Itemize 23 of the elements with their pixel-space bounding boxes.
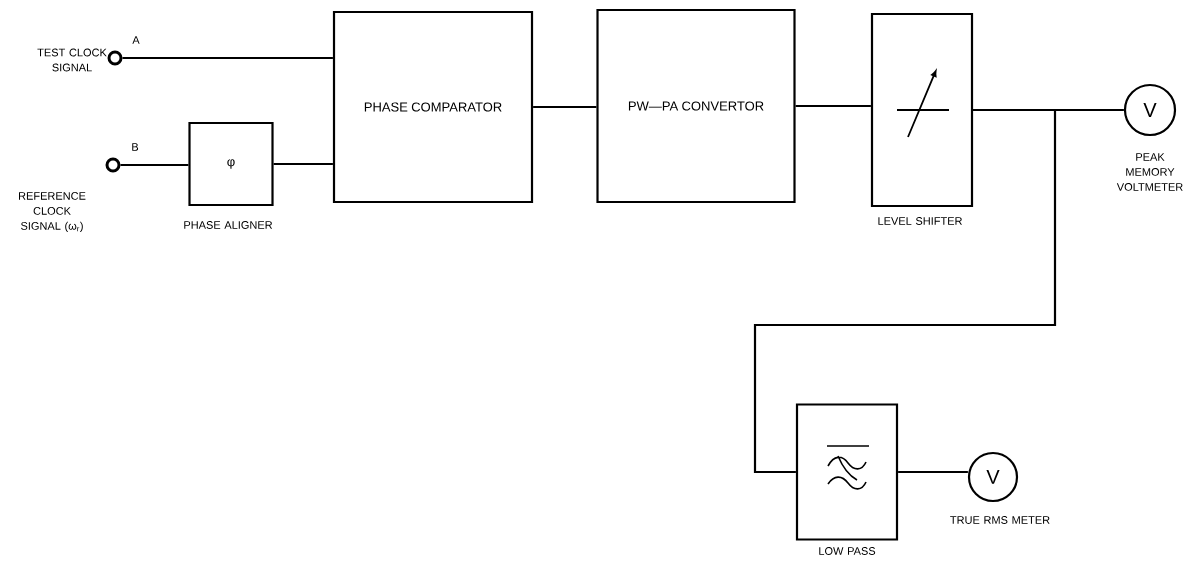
terminal <box>105 157 121 173</box>
node-label: TEST CLOCK SIGNAL <box>37 48 107 72</box>
terminal <box>107 50 123 66</box>
node-label: LOW PASS <box>819 547 876 555</box>
connector-line <box>120 163 189 167</box>
node-label: B <box>132 143 139 151</box>
phase-aligner-box: φ <box>188 121 274 207</box>
connector-line <box>273 162 333 166</box>
level-shifter-box <box>870 12 974 208</box>
node-label: REFERENCE CLOCK SIGNAL (ω$_{r}$) <box>19 192 86 232</box>
node-label: TRUE RMS METER <box>950 516 1050 524</box>
comparator-box: PHASE COMPARATOR <box>332 10 534 204</box>
node-label: PEAK MEMORY VOLTMETER <box>1116 153 1183 191</box>
connector-line <box>753 108 1057 474</box>
connector-line <box>795 104 871 108</box>
connector-line <box>898 470 968 474</box>
node-label: PHASE ALIGNER <box>184 221 273 229</box>
node-label: A <box>132 36 140 44</box>
convertor-box: PW—PA CONVERTOR <box>596 8 796 204</box>
low-pass-box <box>795 403 899 541</box>
node-label: LEVEL SHIFTER <box>878 217 962 225</box>
connector-line <box>533 105 597 109</box>
connector-line <box>122 56 333 60</box>
